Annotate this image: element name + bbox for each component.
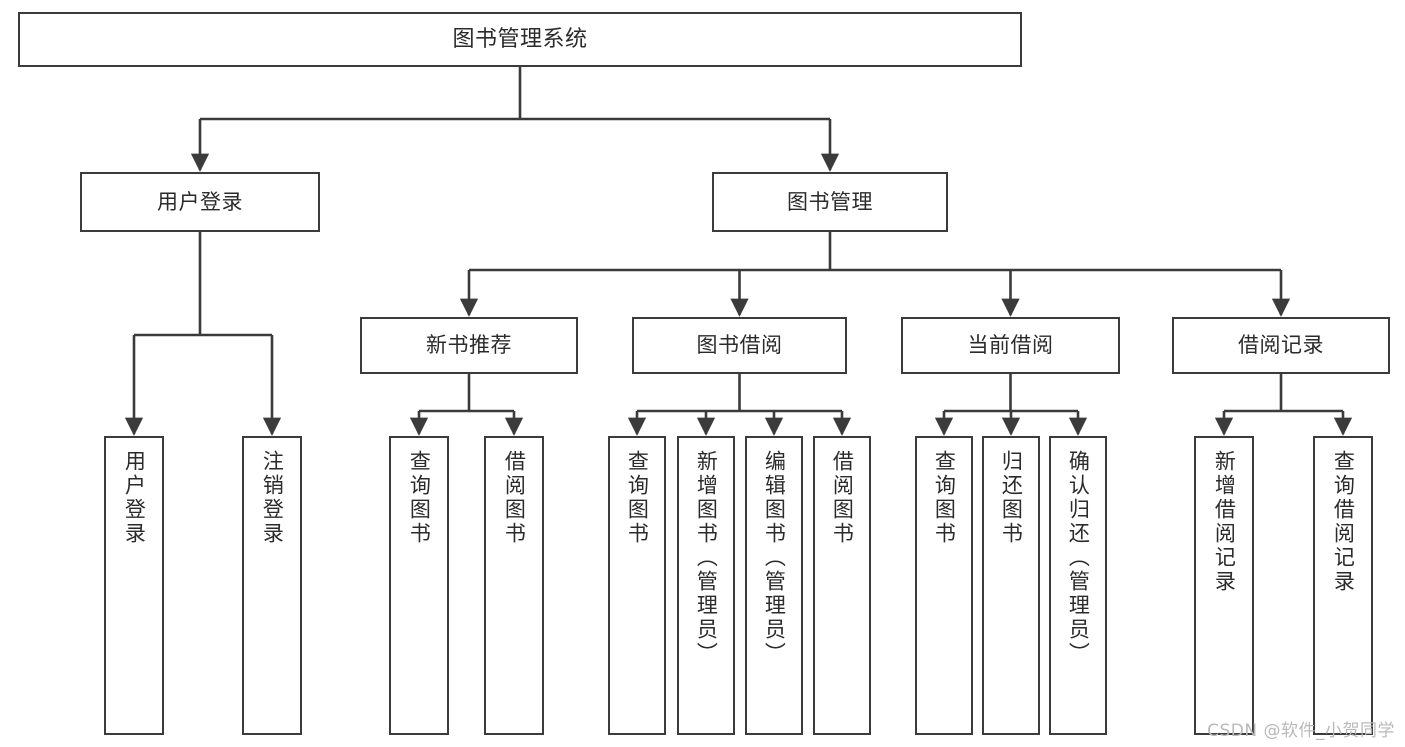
node-label: 查询借阅记录 [1331,450,1356,594]
node-current-borrowing[interactable]: 当前借阅 [901,317,1120,374]
node-label: 借阅图书 [830,450,855,546]
node-new-book-recommendation[interactable]: 新书推荐 [360,317,578,374]
node-leaf-logout[interactable]: 注销登录 [242,436,302,735]
node-label: 查询图书 [932,450,957,546]
node-label: 图书管理 [787,189,873,214]
node-label: 新增图书（管理员） [694,450,719,666]
node-label: 查询图书 [625,450,650,546]
node-label: 当前借阅 [967,333,1054,358]
node-label: 借阅记录 [1238,333,1324,358]
node-label: 归还图书 [999,450,1024,546]
node-leaf-return-book[interactable]: 归还图书 [982,436,1040,735]
node-leaf-add-borrowing-record[interactable]: 新增借阅记录 [1194,436,1254,735]
node-label: 用户登录 [157,189,243,214]
node-leaf-query-borrowing-record[interactable]: 查询借阅记录 [1313,436,1373,735]
node-root-book-management-system[interactable]: 图书管理系统 [18,12,1022,67]
node-borrowing-records[interactable]: 借阅记录 [1172,317,1390,374]
node-leaf-user-login[interactable]: 用户登录 [104,436,164,735]
node-label: 查询图书 [407,450,432,546]
node-leaf-confirm-return-admin[interactable]: 确认归还（管理员） [1049,436,1107,735]
node-book-management[interactable]: 图书管理 [712,172,948,232]
node-label: 确认归还（管理员） [1066,450,1091,666]
node-leaf-add-book-admin[interactable]: 新增图书（管理员） [677,436,735,735]
node-label: 编辑图书（管理员） [762,450,787,666]
node-book-borrowing[interactable]: 图书借阅 [632,317,847,374]
node-leaf-query-book-current[interactable]: 查询图书 [915,436,973,735]
node-leaf-query-book-recommendation[interactable]: 查询图书 [389,436,449,735]
node-leaf-query-book-borrowing[interactable]: 查询图书 [608,436,666,735]
node-leaf-borrow-book-borrowing[interactable]: 借阅图书 [813,436,871,735]
node-label: 新书推荐 [426,333,512,358]
node-label: 注销登录 [260,450,285,546]
node-label: 用户登录 [122,450,147,546]
node-leaf-edit-book-admin[interactable]: 编辑图书（管理员） [745,436,803,735]
node-label: 新增借阅记录 [1212,450,1237,594]
node-label: 图书借阅 [696,333,783,358]
node-label: 借阅图书 [502,450,527,546]
node-leaf-borrow-book-recommendation[interactable]: 借阅图书 [484,436,544,735]
node-label: 图书管理系统 [452,26,588,52]
node-user-login[interactable]: 用户登录 [80,172,320,232]
